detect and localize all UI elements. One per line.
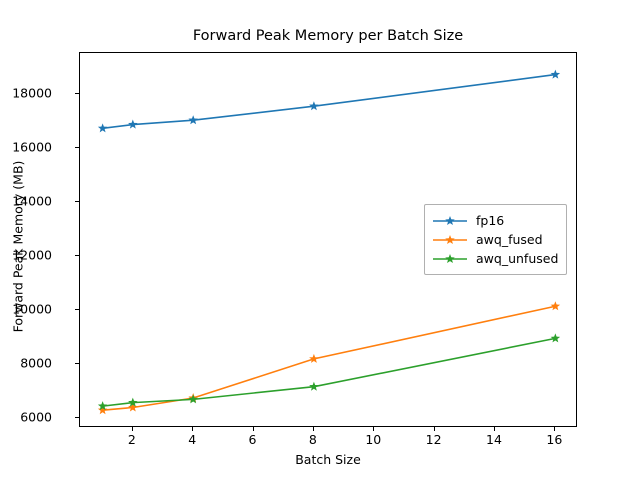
legend-label: fp16 [476,213,505,228]
y-tick-mark [75,93,79,95]
data-point-awq_unfused-1 [97,401,108,411]
legend-swatch-awq_unfused [433,253,467,263]
legend-swatch-awq_fused [433,234,467,244]
data-point-awq_unfused-8 [309,381,319,391]
x-tick-label: 12 [425,432,442,447]
data-point-awq_fused-16 [550,301,561,311]
x-tick-mark [131,427,133,431]
y-tick-label: 14000 [12,193,52,209]
x-tick-label: 2 [127,432,136,447]
x-tick-mark [554,427,556,431]
y-tick-mark [75,255,79,257]
data-point-fp16-8 [309,101,319,111]
x-tick-label: 4 [188,432,197,447]
legend-item-awq_fused[interactable]: awq_fused [431,230,558,249]
x-tick-label: 8 [308,432,317,447]
y-tick-mark [75,147,79,149]
y-tick-mark [75,309,79,311]
x-tick-label: 6 [248,432,257,447]
data-point-fp16-4 [188,115,198,125]
x-axis-label: Batch Size [295,452,361,467]
x-tick-mark [312,427,314,431]
y-tick-mark [75,363,79,365]
y-tick-label: 16000 [12,139,52,155]
y-tick-label: 12000 [12,247,52,263]
x-tick-mark [373,427,375,431]
y-tick-label: 10000 [12,301,52,317]
x-tick-mark [433,427,435,431]
data-point-fp16-1 [97,123,108,133]
y-tick-mark [75,417,79,419]
x-tick-mark [494,427,496,431]
legend-item-awq_unfused[interactable]: awq_unfused [431,249,558,268]
y-tick-mark [75,201,79,203]
data-point-fp16-2 [128,119,138,129]
x-tick-mark [252,427,254,431]
data-point-awq_fused-2 [128,402,138,412]
y-tick-label: 6000 [20,409,52,425]
x-tick-mark [192,427,194,431]
data-point-awq_fused-1 [97,405,108,415]
chart-title: Forward Peak Memory per Batch Size [192,28,464,44]
y-tick-label: 18000 [12,85,52,101]
plot-lines [97,69,561,415]
series-line-awq_fused [102,305,556,411]
data-point-awq_unfused-16 [550,333,561,343]
legend-label: awq_unfused [476,251,559,266]
series-line-fp16 [102,73,556,130]
series-line-awq_unfused [102,337,556,407]
x-tick-label: 10 [365,432,382,447]
legend-label: awq_fused [476,232,543,247]
plot-area [79,52,577,427]
x-tick-label: 16 [546,432,563,447]
data-point-awq_unfused-4 [188,394,198,404]
data-point-awq_fused-8 [309,353,319,363]
legend: fp16 awq_fused awq_unfused [424,204,568,275]
legend-swatch-fp16 [433,215,467,225]
data-point-fp16-16 [550,69,561,79]
legend-item-fp16[interactable]: fp16 [431,211,558,230]
data-point-awq_unfused-2 [128,397,138,407]
x-tick-label: 14 [486,432,502,447]
y-tick-label: 8000 [20,355,52,371]
